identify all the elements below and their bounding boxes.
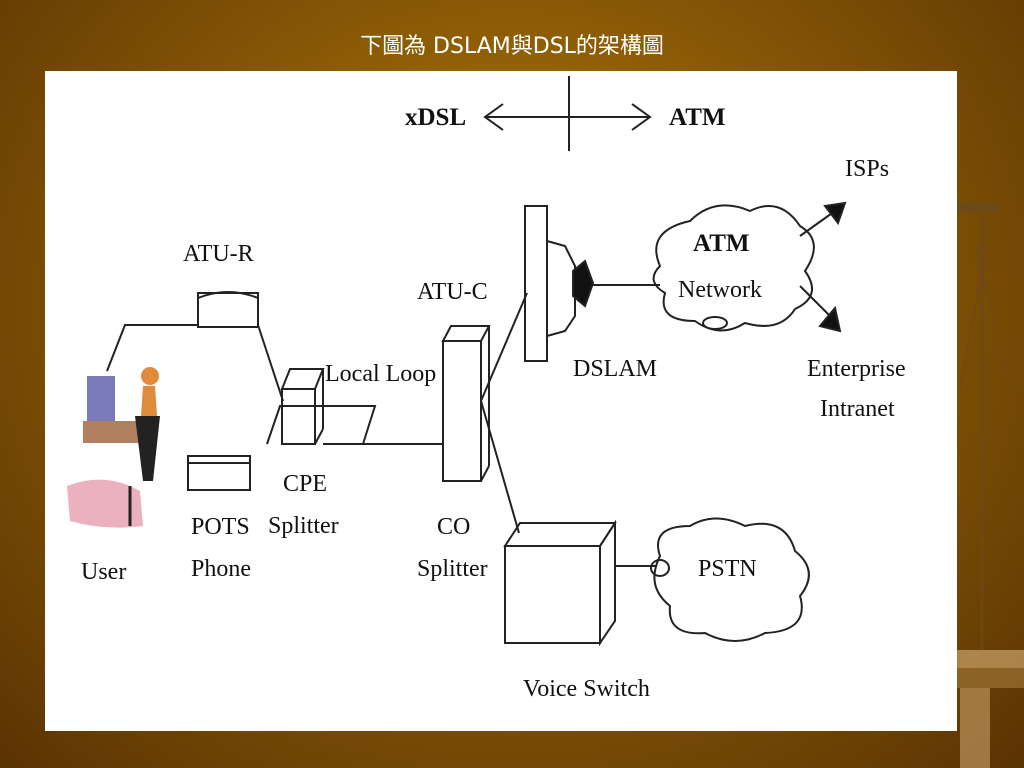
dslam-device	[524, 205, 595, 362]
co-splitter	[441, 325, 491, 482]
domain-boundary: xDSL ATM	[405, 76, 725, 151]
pots-phone	[187, 455, 251, 491]
pots-label-1: POTS	[191, 514, 250, 540]
atu-c-label: ATU-C	[417, 279, 488, 305]
atm-connector-icon	[702, 316, 728, 330]
pstn-connector-icon	[650, 559, 670, 577]
slide-title: 下圖為 DSLAM與DSL的架構圖	[360, 34, 664, 59]
scales-decoration	[940, 202, 1024, 768]
user-icon	[67, 367, 160, 528]
isps-label: ISPs	[845, 156, 889, 182]
atm-label: ATM	[669, 104, 725, 131]
dslam-label: DSLAM	[573, 356, 657, 382]
pstn-cloud	[653, 517, 810, 642]
atu-r-modem	[197, 291, 259, 328]
pstn-label: PSTN	[698, 556, 757, 582]
atm-network-label-2: Network	[678, 277, 762, 303]
cpe-splitter	[280, 368, 325, 445]
cpe-label-2: Splitter	[268, 513, 339, 539]
enterprise-label-2: Intranet	[820, 396, 895, 422]
voice-switch	[503, 519, 617, 647]
atm-network-cloud	[652, 204, 815, 332]
pots-label-2: Phone	[191, 556, 251, 582]
atu-r-label: ATU-R	[183, 241, 254, 267]
user-label: User	[81, 559, 126, 585]
xdsl-label: xDSL	[405, 104, 466, 131]
local-loop-label: Local Loop	[325, 361, 436, 387]
diagram-panel: xDSL ATM User ATU-R POTS Phone CPE	[45, 71, 957, 731]
atm-network-label-1: ATM	[693, 230, 749, 257]
co-label-2: Splitter	[417, 556, 488, 582]
voice-switch-label: Voice Switch	[523, 676, 650, 702]
enterprise-label-1: Enterprise	[807, 356, 906, 382]
cpe-label-1: CPE	[283, 471, 327, 497]
co-label-1: CO	[437, 514, 470, 540]
